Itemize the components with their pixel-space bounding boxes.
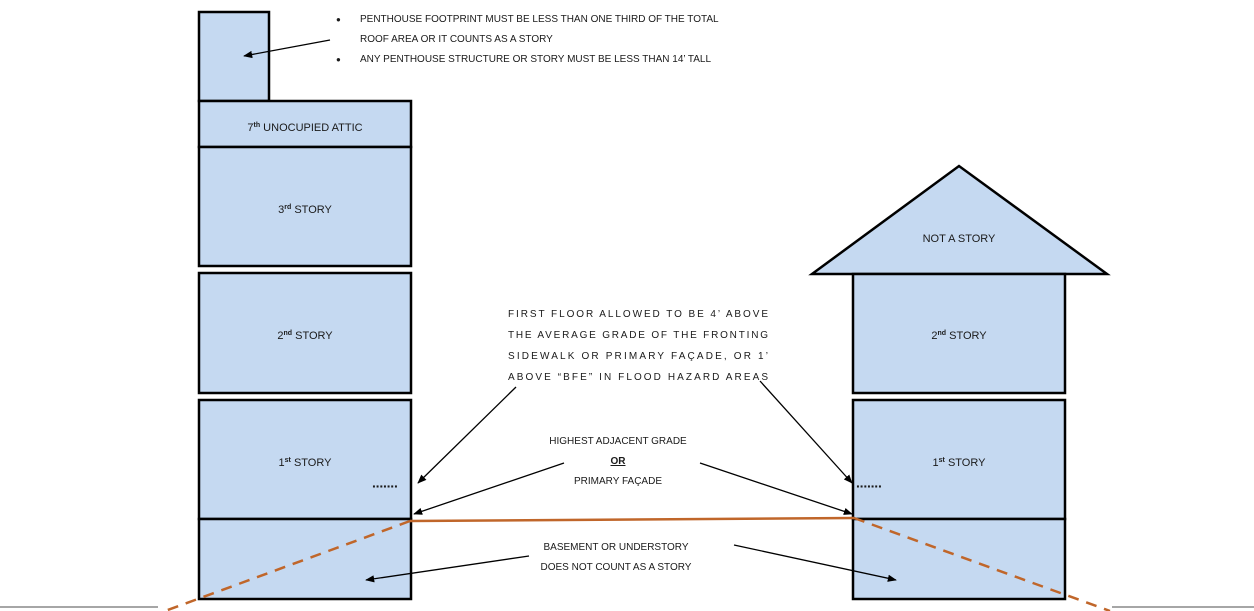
story1-label-left: 1st STORY — [279, 457, 333, 469]
first-floor-note-line-2: THE AVERAGE GRADE OF THE FRONTING — [508, 330, 768, 341]
grade-line — [409, 516, 855, 523]
first-floor-note-line-3: SIDEWALK OR PRIMARY FAÇADE, OR 1’ — [508, 351, 768, 362]
arrow-first-floor-left — [417, 386, 517, 484]
story3-label: 3rd STORY — [278, 204, 332, 216]
story2-box — [197, 271, 413, 395]
gable-roof — [808, 164, 1111, 276]
arrow-penthouse — [243, 39, 331, 59]
note-2: ANY PENTHOUSE STRUCTURE OR STORY MUST BE… — [360, 54, 711, 65]
story1-box-left — [197, 398, 413, 521]
arrow-grade-right — [699, 462, 853, 515]
grade-note-line-1: HIGHEST ADJACENT GRADE — [549, 436, 687, 447]
grade-note-line-3: PRIMARY FAÇADE — [574, 476, 662, 487]
slope-left — [164, 519, 411, 611]
dots-right: ······· — [856, 478, 882, 494]
arrow-grade-left — [413, 462, 565, 515]
arrow-basement-left — [365, 555, 530, 583]
slope-right — [853, 516, 1111, 611]
first-floor-note-line-1: FIRST FLOOR ALLOWED TO BE 4’ ABOVE — [508, 309, 768, 320]
story2-label-left: 2nd STORY — [277, 330, 333, 342]
arrow-basement-right — [733, 544, 897, 582]
note-1-line-1: PENTHOUSE FOOTPRINT MUST BE LESS THAN ON… — [360, 14, 719, 25]
roof-label: NOT A STORY — [923, 233, 996, 245]
basement-box-right — [851, 517, 1067, 601]
note-1-line-2: ROOF AREA OR IT COUNTS AS A STORY — [360, 34, 553, 45]
story2-label-right: 2nd STORY — [931, 330, 987, 342]
attic-box — [197, 99, 413, 149]
grade-note-or: OR — [611, 456, 627, 467]
story1-box-right — [851, 398, 1067, 521]
story2-box-right — [851, 272, 1067, 395]
note-bullet-2: ● — [336, 55, 341, 64]
story3-box — [197, 145, 413, 268]
note-bullet-1: ● — [336, 15, 341, 24]
story1-label-right: 1st STORY — [933, 457, 987, 469]
first-floor-note-line-4: ABOVE “BFE” IN FLOOD HAZARD AREAS — [508, 372, 768, 383]
arrow-first-floor-right — [759, 380, 853, 484]
basement-note-line-2: DOES NOT COUNT AS A STORY — [541, 562, 692, 573]
basement-box-left — [197, 517, 413, 601]
dots-left: ······· — [372, 478, 398, 494]
basement-note-line-1: BASEMENT OR UNDERSTORY — [543, 542, 688, 553]
penthouse — [197, 10, 271, 103]
attic-label: 7th UNOCUPIED ATTIC — [247, 122, 362, 134]
